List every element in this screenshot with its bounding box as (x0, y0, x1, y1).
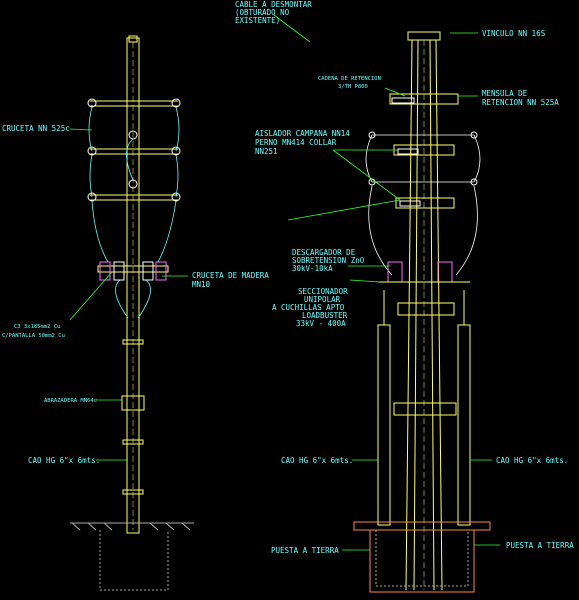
label-aislador-2: PERNO MN414 COLLAR (255, 138, 337, 147)
label-descargador-3: 30kV-10kA (292, 264, 333, 273)
right-insulator-strings (368, 97, 478, 207)
label-cadena-retencion-1: CADENA DE RETENCION (318, 76, 381, 82)
right-elevation (353, 31, 491, 593)
label-top-note-1: CABLE A DESMONTAR (235, 0, 312, 9)
label-top-note-2: (OBTURADO NO (235, 8, 290, 17)
right-pole-top (407, 31, 441, 41)
right-cross-arms (389, 93, 459, 416)
label-vinculo: VINCULO NN 16S (482, 29, 546, 38)
label-seccionador-5: 33kV - 400A (296, 319, 346, 328)
left-cables (88, 106, 180, 319)
label-descargador-1: DESCARGADOR DE (292, 248, 356, 257)
label-abrazadera: ABRAZADERA MN64c (44, 398, 97, 404)
label-mensula-2: RETENCION NN 525A (482, 98, 559, 107)
left-pole (126, 37, 140, 534)
right-cable-guards (377, 290, 471, 526)
label-cao-right: CAO HG 6"x 6mts. (496, 456, 568, 465)
right-arresters (378, 261, 470, 283)
left-pole-cap (128, 35, 138, 43)
label-cadena-retencion-2: 3/TH P800 (338, 84, 368, 90)
left-clamps (121, 339, 145, 495)
left-foundation (70, 522, 194, 591)
left-insulators (87, 98, 181, 202)
label-seccionador-1: SECCIONADOR (298, 287, 348, 296)
label-puesta-tierra-left: PUESTA A TIERRA (271, 546, 339, 555)
label-cable-1: C3 3x185mm2 Cu (14, 324, 60, 330)
label-seccionador-4: LOADBUSTER (302, 311, 348, 320)
label-seccionador-3: A CUCHILLAS APTO (272, 303, 345, 312)
label-cao-left: CAO HG 6"x 6mts. (28, 456, 100, 465)
label-cruceta-madera-2: MN10 (192, 280, 211, 289)
label-aislador-1: AISLADOR CAMPANA NN14 (255, 129, 350, 138)
leader-lines (69, 14, 500, 551)
label-aislador-3: NN251 (255, 147, 278, 156)
right-cables (365, 134, 481, 276)
label-cruceta-525: CRUCETA NN 525c (2, 124, 70, 133)
right-foundation (353, 521, 491, 593)
label-seccionador-2: UNIPOLAR (304, 295, 341, 304)
label-cao-mid: CAO HG 6"x 6mts. (281, 456, 353, 465)
label-puesta-tierra-right: PUESTA A TIERRA (506, 541, 574, 550)
left-elevation (70, 35, 194, 591)
left-cross-arms (90, 100, 178, 201)
label-cruceta-madera-1: CRUCETA DE MADERA (192, 271, 269, 280)
label-descargador-2: SOBRETENSION ZnO (292, 256, 365, 265)
label-cable-2: C/PANTALLA 50mm2 Cu (2, 333, 65, 339)
label-mensula-1: MENSULA DE (482, 89, 528, 98)
label-top-note-3: EXISTENTE) (235, 16, 280, 25)
